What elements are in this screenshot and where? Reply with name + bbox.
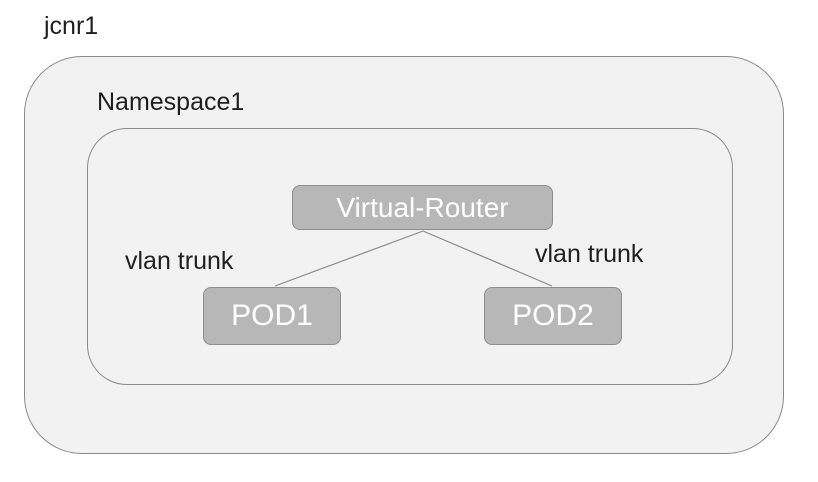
edge-label-left: vlan trunk [125,247,234,275]
pod1-node: POD1 [203,287,341,345]
edge-label-right: vlan trunk [535,240,644,268]
pod1-label: POD1 [231,299,313,332]
pod2-node: POD2 [484,287,622,345]
virtual-router-label: Virtual-Router [336,191,509,223]
namespace-label: Namespace1 [97,88,245,116]
cluster-label: jcnr1 [44,12,99,40]
pod2-label: POD2 [512,299,594,332]
virtual-router-node: Virtual-Router [292,185,553,230]
